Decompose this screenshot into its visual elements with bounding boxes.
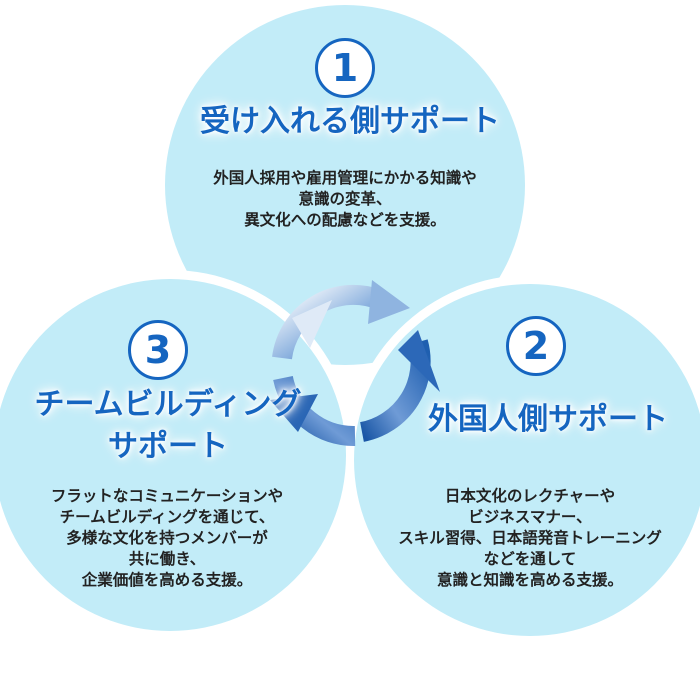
section-3-description: フラットなコミュニケーションや チームビルディングを通じて、 多様な文化を持つメ…: [14, 486, 320, 591]
section-2-desc-line: ビジネスマナー、: [468, 508, 592, 526]
section-1-number-badge: 1: [315, 38, 375, 98]
section-2-desc-line: などを通して: [483, 550, 577, 568]
section-3-desc-line: チームビルディングを通じて、: [59, 508, 275, 526]
section-2-title: 外国人側サポート: [400, 402, 696, 438]
section-3-desc-line: フラットなコミュニケーションや: [50, 487, 284, 505]
section-1-desc-line: 外国人採用や雇用管理にかかる知識や: [213, 169, 477, 187]
section-1-desc-line: 意識の変革、: [298, 190, 392, 208]
section-2-title-line: 外国人側サポート: [428, 402, 668, 437]
section-3-desc-line: 共に働き、: [128, 550, 206, 568]
circle-section-1: [165, 5, 525, 365]
section-3-title-line: サポート: [108, 429, 228, 464]
section-2-desc-line: 日本文化のレクチャーや: [444, 487, 616, 505]
circle-section-2: [354, 284, 700, 636]
section-2-number-badge: 2: [506, 316, 566, 376]
section-3-desc-line: 企業価値を高める支援。: [81, 571, 253, 589]
section-1-description: 外国人採用や雇用管理にかかる知識や 意識の変革、 異文化への配慮などを支援。: [170, 168, 520, 231]
section-1-desc-line: 異文化への配慮などを支援。: [244, 211, 446, 229]
section-2-desc-line: スキル習得、日本語発音トレーニング: [398, 529, 662, 547]
section-2-desc-line: 意識と知識を高める支援。: [436, 571, 623, 589]
cycle-arrows: [270, 280, 440, 447]
circle-section-3: [0, 279, 346, 631]
section-3-title-line: チームビルディング: [34, 387, 302, 422]
section-3-number-badge: 3: [128, 320, 188, 380]
section-3-title: チームビルディング サポート: [8, 384, 328, 468]
section-2-description: 日本文化のレクチャーや ビジネスマナー、 スキル習得、日本語発音トレーニング な…: [362, 486, 698, 591]
section-3-desc-line: 多様な文化を持つメンバーが: [66, 529, 268, 547]
section-1-title: 受け入れる側サポート: [140, 104, 560, 140]
section-1-title-line: 受け入れる側サポート: [200, 104, 500, 139]
